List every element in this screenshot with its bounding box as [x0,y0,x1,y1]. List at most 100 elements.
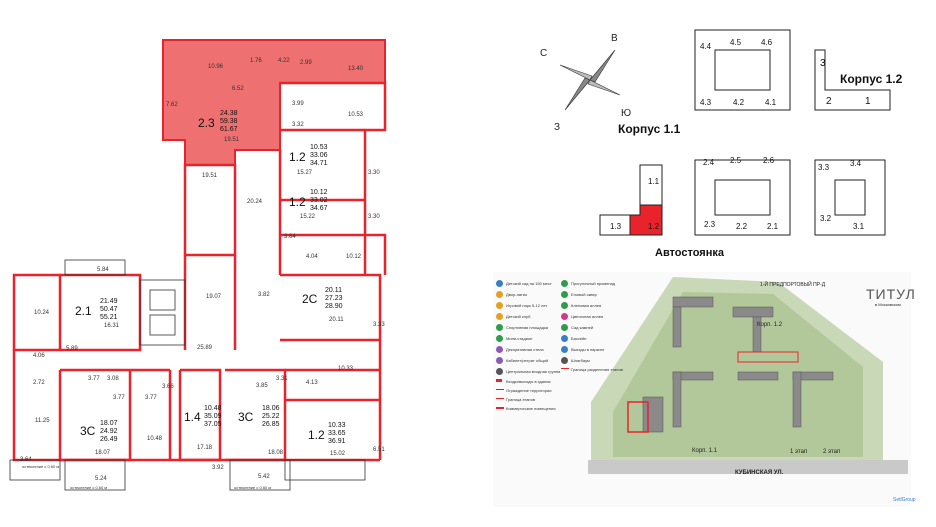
section-label: 3.2 [820,214,832,223]
korp12-label: Корп. 1.2 [757,322,783,328]
room-area: 10.33 [338,366,354,372]
room-area: 18.08 [268,450,284,456]
doors-icon [496,379,502,382]
legend-label: Выезды в паркинг [571,347,605,352]
corpus-11-title: Корпус 1.1 [618,122,681,136]
legend-label: Бассейн [571,336,587,341]
room-area: 3.92 [212,465,224,471]
legend-label: Мини-стадион [506,336,533,341]
playground-icon [496,302,503,309]
room-area: 5.89 [66,346,78,352]
section-label: 3.3 [818,163,830,172]
kindergarten-icon [496,280,503,287]
room-area: 4.22 [278,58,290,64]
section-label: 1.3 [610,222,622,231]
section-label: 3 [820,58,826,69]
pool-icon [561,335,568,342]
legend-label: Центральная входная группа [506,369,561,374]
stage1-label: 1 этап [790,449,808,455]
room-area: 15.22 [300,214,316,220]
stage-border-icon [561,368,569,369]
room-area: 18.07 [95,450,111,456]
room-area: 10.24 [34,310,50,316]
legend-label: Игровой парк 5-12 лет [506,303,548,308]
section-label: 4.5 [730,38,742,47]
legend-label: Спортивная площадка [506,325,548,330]
legend-label: Сад камней [571,325,594,330]
apartment-type: 1.4 [184,410,201,424]
section-label: 1 [865,96,871,107]
balcony-note: остекление с 0.60 м [70,485,108,490]
section-label: 2.2 [736,222,748,231]
room-area: 3.66 [162,384,174,390]
section-label: 4.2 [733,98,745,107]
floor-plan [9,39,387,491]
developer-logo: SetlGroup [893,497,916,503]
legend-label: Декоративная стела [506,347,544,352]
room-area: 4.13 [306,380,318,386]
room-area: 15.02 [330,451,346,457]
balcony-note: остекление с 0.60 м [22,464,60,469]
apartment-type: 2С [302,292,318,306]
room-area: 3.82 [258,292,270,298]
room-area: 4.06 [33,353,45,359]
compass-rose [559,49,621,111]
section-label: 3.4 [850,159,862,168]
legend-label: Кабинет/ретрит общий [506,358,549,363]
room-area: 6.52 [232,86,244,92]
apartment-type: 3С [238,410,254,424]
apartment-type: 2.1 [75,304,92,318]
room-area: 5.42 [258,474,270,480]
brand-logo: ТИТУЛ [866,286,916,302]
room-area: 19.51 [224,137,240,143]
room-area: 20.24 [247,199,263,205]
room-area: 13.40 [348,66,364,72]
section-label: 4.3 [700,98,712,107]
room-area: 6.51 [373,447,385,453]
legend-label: Двор-патио [506,292,528,297]
room-area: 10.96 [208,64,224,70]
section-label: 3.1 [853,222,865,231]
key-plan [599,29,891,236]
legend-label: Детский клуб [506,314,531,319]
section-label: 1.1 [648,177,660,186]
parking-exit-icon [561,346,568,353]
room-area: 19.07 [206,294,222,300]
room-area: 3.77 [145,395,157,401]
section-label: 1.2 [648,222,660,231]
apartment-type: 1.2 [308,428,325,442]
room-area: 5.24 [95,476,107,482]
section-label: 4.6 [761,38,773,47]
room-area: 5.84 [97,267,109,273]
compass-west: З [554,122,561,133]
retreat-icon [496,357,503,364]
stadium-icon [496,335,503,342]
legend-label: Еловый сквер [571,292,597,297]
room-area: 3.08 [107,376,119,382]
compass-north: С [540,48,548,59]
room-area: 3.77 [88,376,100,382]
room-area: 10.48 [147,436,163,442]
patio-icon [496,291,503,298]
stele-icon [496,346,503,353]
apartment-type: 1.2 [289,150,306,164]
korp11-label: Корп. 1.1 [692,448,718,454]
section-label: 2 [826,96,832,107]
room-area: 4.04 [306,254,318,260]
legend-label: Шлагбаум [571,358,590,363]
room-area: 20.11 [329,317,344,323]
room-area: 16.31 [104,323,120,329]
legend-label: Граница этапов [506,397,535,402]
room-area: 7.62 [166,102,178,108]
site-map [493,272,911,507]
room-area: 3.64 [284,234,296,240]
room-area: 3.30 [368,214,380,220]
legend-label: Детский сад на 150 мест [506,281,552,286]
